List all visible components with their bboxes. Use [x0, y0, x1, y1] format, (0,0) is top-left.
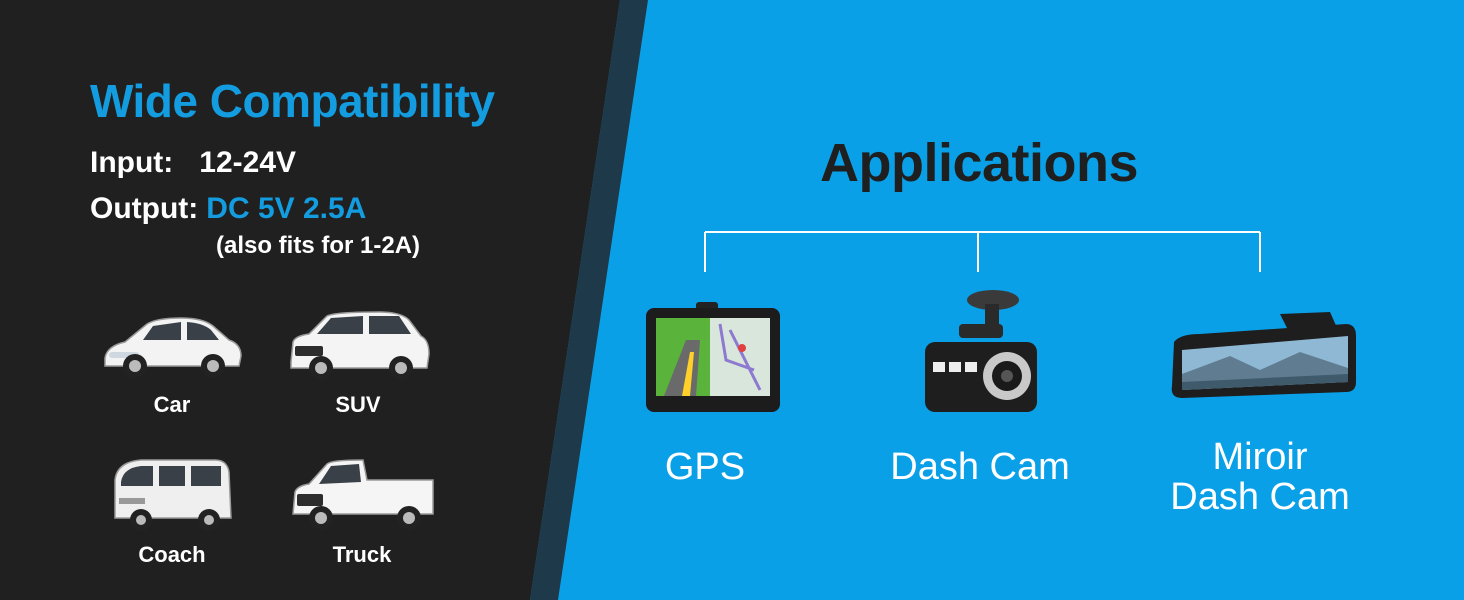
vehicle-label-truck: Truck: [332, 542, 392, 567]
vehicle-suv: SUV: [268, 306, 448, 418]
vehicle-car: Car: [82, 306, 262, 418]
compatibility-title: Wide Compatibility: [90, 75, 495, 127]
input-label: Input:: [90, 146, 174, 179]
truck-icon: [292, 459, 434, 530]
vehicle-label-suv: SUV: [335, 392, 381, 417]
gps-navigator-icon: [646, 302, 780, 412]
dash-cam-icon: [925, 290, 1037, 412]
suv-icon: [290, 311, 430, 380]
output-value: DC 5V 2.5A: [206, 192, 367, 225]
vehicle-coach: Coach: [82, 456, 262, 568]
device-mirror-dash-cam: Miroir Dash Cam: [1150, 312, 1370, 517]
device-label-mirror-dash-cam: Dash Cam: [1170, 476, 1350, 518]
vehicle-label-coach: Coach: [138, 542, 206, 567]
vehicle-label-car: Car: [153, 392, 191, 417]
van-icon: [114, 459, 232, 531]
device-label-miroir: Miroir: [1212, 436, 1308, 478]
output-note: (also fits for 1-2A): [216, 232, 421, 259]
input-spec: Input: 12-24V: [90, 146, 296, 180]
device-gps: GPS: [620, 300, 790, 487]
mirror-dash-cam-icon: [1171, 312, 1356, 398]
device-label-dash-cam: Dash Cam: [890, 446, 1070, 488]
device-dash-cam: Dash Cam: [870, 288, 1090, 487]
applications-title: Applications: [820, 133, 1139, 193]
vehicle-truck: Truck: [272, 456, 452, 568]
input-value: 12-24V: [199, 146, 297, 179]
output-label: Output:: [90, 192, 199, 225]
device-label-gps: GPS: [664, 446, 746, 488]
output-spec: Output:DC 5V 2.5A: [90, 192, 366, 226]
car-icon: [104, 317, 242, 378]
